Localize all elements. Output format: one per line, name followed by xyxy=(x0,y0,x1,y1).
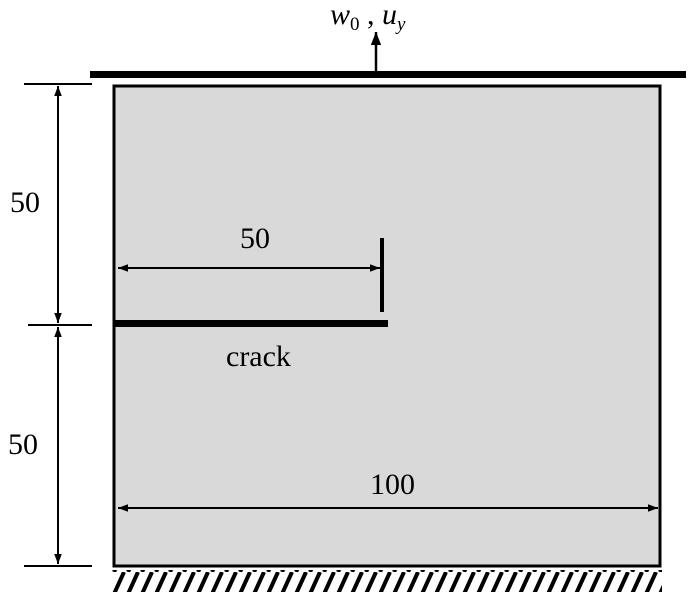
width-label: 100 xyxy=(370,468,415,501)
crack-length-label: 50 xyxy=(240,222,270,255)
load-label: w0 , uy xyxy=(330,0,406,35)
load-u-subscript: y xyxy=(395,14,406,35)
upper-height-label: 50 xyxy=(10,186,40,219)
load-w-subscript: 0 xyxy=(350,14,360,35)
crack-line xyxy=(114,320,388,327)
loading-bar xyxy=(90,71,686,78)
load-u: u xyxy=(382,0,397,31)
load-w: w xyxy=(330,0,350,31)
fixed-support-hatch xyxy=(112,570,662,592)
load-separator: , xyxy=(360,0,383,31)
lower-height-label: 50 xyxy=(8,428,38,461)
crack-label: crack xyxy=(226,340,291,373)
